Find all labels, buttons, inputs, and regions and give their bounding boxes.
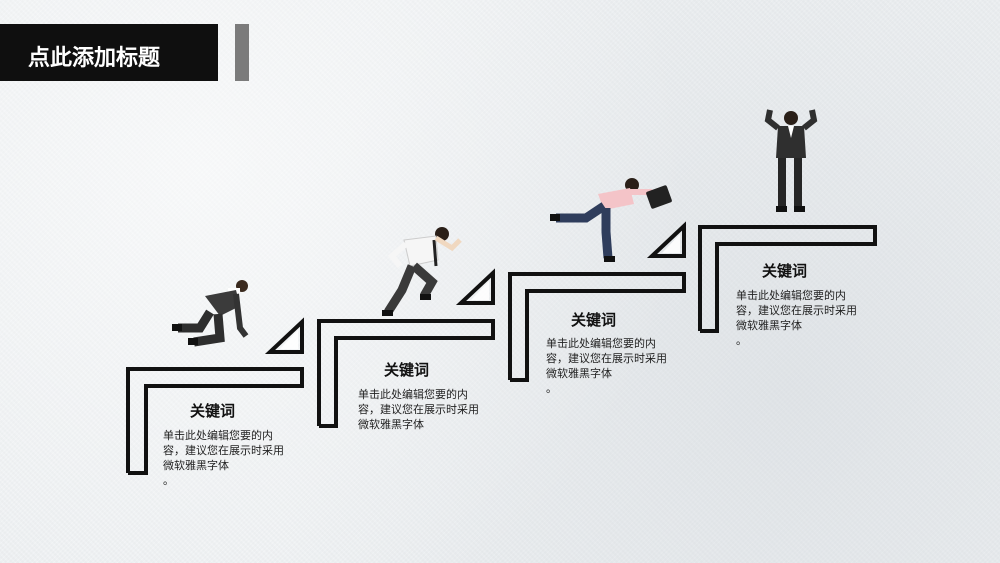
- crouching-businessman-icon: [172, 280, 249, 347]
- step-3-keyword[interactable]: 关键词: [571, 311, 617, 329]
- stair-step-2: [317, 319, 495, 428]
- step-1-keyword[interactable]: 关键词: [190, 402, 236, 420]
- step-4-description-tail: 。: [736, 334, 747, 347]
- title-bar: [0, 24, 218, 81]
- step-1-description-text: 单击此处编辑您要的内容，建议您在展示时采用微软雅黑字体: [163, 429, 284, 472]
- step-4-description-text: 单击此处编辑您要的内容，建议您在展示时采用微软雅黑字体: [736, 289, 857, 332]
- stair-step-1: [126, 367, 304, 475]
- stair-triangle-3: [646, 221, 686, 258]
- title-accent-bar: [235, 24, 249, 81]
- step-3-description-text: 单击此处编辑您要的内容，建议您在展示时采用微软雅黑字体: [546, 337, 667, 380]
- stair-triangle-1: [264, 317, 304, 354]
- cheering-businessman-icon: [764, 109, 818, 212]
- step-4-description[interactable]: 单击此处编辑您要的内容，建议您在展示时采用微软雅黑字体 。: [736, 288, 861, 348]
- step-1-description[interactable]: 单击此处编辑您要的内容，建议您在展示时采用微软雅黑字体 。: [163, 428, 288, 488]
- step-2-description[interactable]: 单击此处编辑您要的内容，建议您在展示时采用微软雅黑字体: [358, 387, 483, 432]
- step-2-keyword[interactable]: 关键词: [384, 361, 430, 379]
- stair-step-4: [698, 225, 877, 333]
- step-3-description[interactable]: 单击此处编辑您要的内容，建议您在展示时采用微软雅黑字体 。: [546, 336, 671, 396]
- step-1-description-tail: 。: [163, 474, 174, 487]
- stair-step-3: [508, 272, 686, 382]
- stair-triangle-2: [455, 268, 495, 305]
- leaping-businessman-icon: [550, 178, 672, 262]
- running-businessman-icon: [382, 227, 462, 316]
- step-2-description-text: 单击此处编辑您要的内容，建议您在展示时采用微软雅黑字体: [358, 388, 479, 431]
- page-title[interactable]: 点此添加标题: [28, 46, 161, 71]
- step-3-description-tail: 。: [546, 382, 557, 395]
- step-4-keyword[interactable]: 关键词: [762, 262, 808, 280]
